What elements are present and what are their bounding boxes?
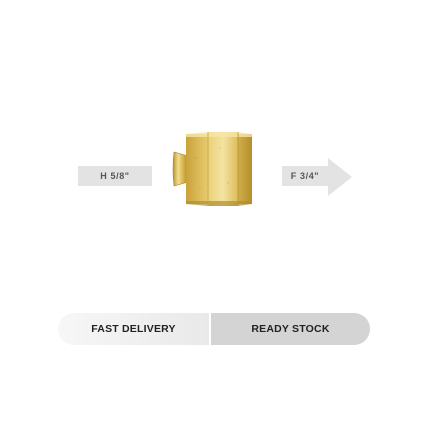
fast-delivery-badge: FAST DELIVERY [58,313,210,345]
arrow-right-icon [282,158,352,196]
dimension-tag-hex: H 5/8" [78,166,152,186]
dimension-tag-hex-label: H 5/8" [100,171,130,181]
dimension-tag-thread-label: F 3/4" [290,171,320,181]
brass-flare-nut-icon [170,128,256,210]
feature-badges: FAST DELIVERY READY STOCK [58,313,370,345]
ready-stock-badge: READY STOCK [211,313,370,345]
badge-divider [209,313,212,345]
dimension-tag-thread: F 3/4" [282,156,360,198]
